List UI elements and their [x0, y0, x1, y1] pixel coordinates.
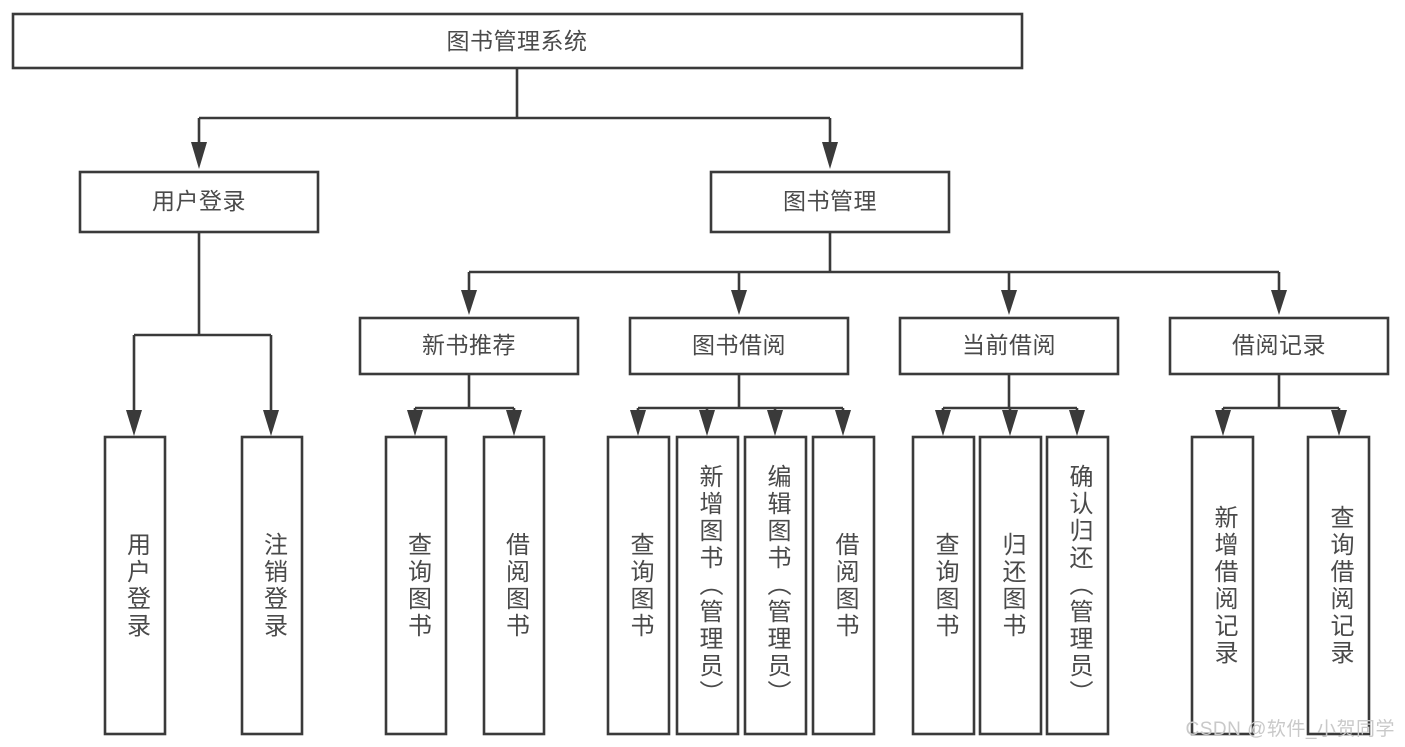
leaf-box-user-login-1[interactable] [103, 435, 167, 736]
node-new-book-recommend-label: 新书推荐 [422, 332, 516, 358]
leaf-box-new-book-1[interactable] [384, 435, 448, 736]
arrow-head-new-book [461, 290, 477, 315]
leaf-box-book-borrow-2[interactable] [675, 435, 740, 736]
arrow-head-leaf-current-borrow-3 [1069, 410, 1085, 436]
arrow-head-leaf-user-login-1 [126, 410, 142, 436]
arrow-head-leaf-current-borrow-2 [1002, 410, 1018, 436]
arrow-head-book-manage [822, 142, 838, 169]
node-user-login-label: 用户登录 [152, 188, 246, 214]
leaf-box-current-borrow-2[interactable] [978, 435, 1043, 736]
csdn-watermark: CSDN @软件_小贺同学 [1185, 719, 1395, 740]
node-borrow-record-box[interactable] [1168, 316, 1390, 376]
leaf-box-current-borrow-1[interactable] [911, 435, 976, 736]
arrow-head-book-borrow [731, 290, 747, 315]
arrow-head-leaf-book-borrow-4 [835, 410, 851, 436]
node-current-borrow-label: 当前借阅 [962, 332, 1056, 358]
arrow-head-borrow-record [1271, 290, 1287, 315]
node-borrow-record[interactable]: 借阅记录 [1168, 316, 1390, 376]
arrow-head-leaf-borrow-record-1 [1215, 410, 1231, 436]
node-current-borrow-box[interactable] [898, 316, 1120, 376]
node-user-login[interactable]: 用户登录 [78, 170, 320, 234]
arrow-head-leaf-current-borrow-1 [935, 410, 951, 436]
node-book-manage-box[interactable] [709, 170, 951, 234]
leaf-box-borrow-record-2[interactable] [1306, 435, 1371, 736]
node-book-borrow[interactable]: 图书借阅 [628, 316, 850, 376]
node-current-borrow[interactable]: 当前借阅 [898, 316, 1120, 376]
node-book-manage[interactable]: 图书管理 [709, 170, 951, 234]
node-book-borrow-label: 图书借阅 [692, 332, 786, 358]
node-root-label: 图书管理系统 [447, 28, 588, 54]
arrow-head-leaf-book-borrow-2 [699, 410, 715, 436]
arrow-head-user-login [191, 142, 207, 169]
arrow-head-leaf-book-borrow-1 [630, 410, 646, 436]
leaf-box-new-book-2[interactable] [482, 435, 546, 736]
leaf-box-current-borrow-3[interactable] [1045, 435, 1110, 736]
leaf-box-book-borrow-1[interactable] [606, 435, 671, 736]
node-root-box[interactable] [11, 12, 1024, 70]
node-book-manage-label: 图书管理 [783, 188, 877, 214]
node-borrow-record-label: 借阅记录 [1232, 332, 1326, 358]
node-book-borrow-box[interactable] [628, 316, 850, 376]
arrow-head-leaf-book-borrow-3 [767, 410, 783, 436]
node-new-book-recommend[interactable]: 新书推荐 [358, 316, 580, 376]
leaf-box-borrow-record-1[interactable] [1190, 435, 1255, 736]
arrow-head-leaf-user-login-2 [263, 410, 279, 436]
arrow-head-leaf-borrow-record-2 [1331, 410, 1347, 436]
arrow-head-current-borrow [1001, 290, 1017, 315]
arrow-head-leaf-new-book-1 [407, 410, 423, 436]
leaf-box-book-borrow-4[interactable] [811, 435, 876, 736]
leaf-box-user-login-2[interactable] [240, 435, 304, 736]
node-new-book-recommend-box[interactable] [358, 316, 580, 376]
leaf-box-book-borrow-3[interactable] [743, 435, 808, 736]
arrow-head-leaf-new-book-2 [506, 410, 522, 436]
node-root[interactable]: 图书管理系统 [11, 12, 1024, 70]
